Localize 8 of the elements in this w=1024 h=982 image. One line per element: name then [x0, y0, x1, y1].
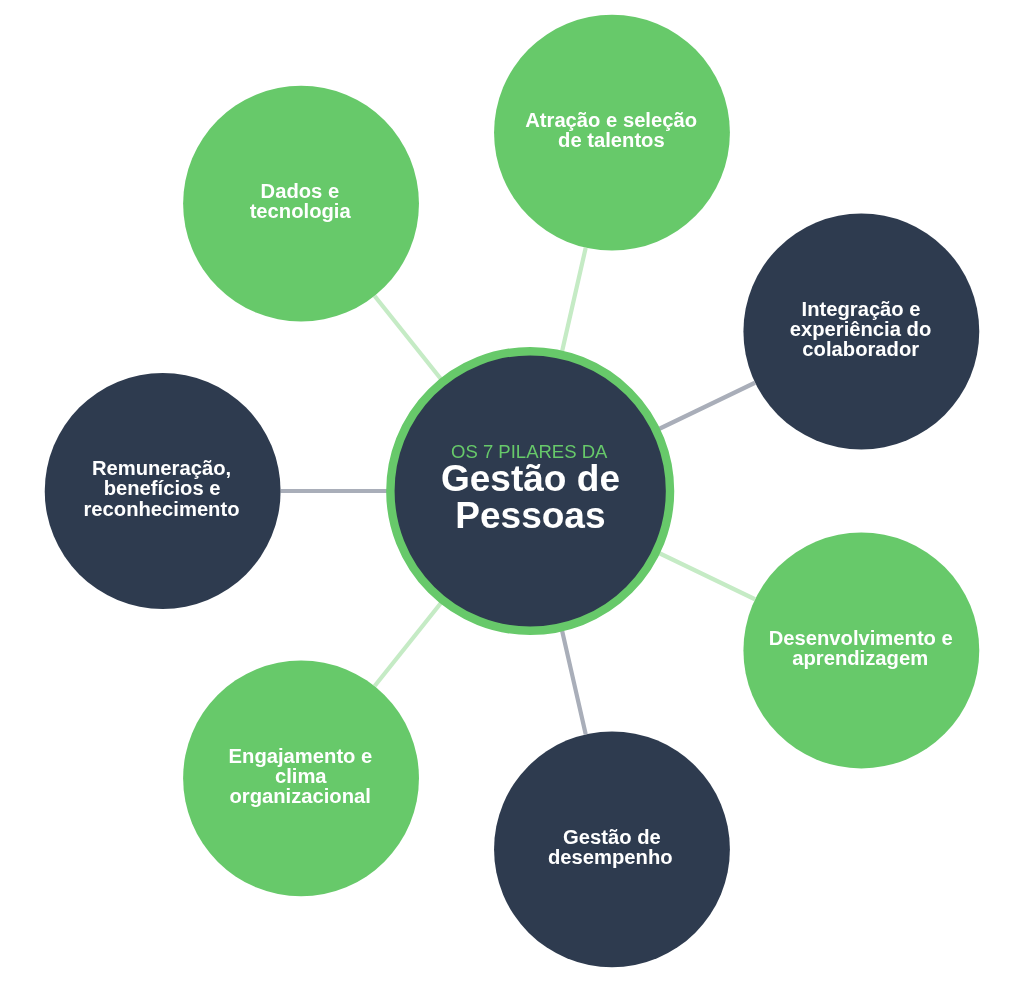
node-circle: OS 7 PILARES DA Gestão de Pessoas — [386, 346, 675, 636]
node-circle: Dados e tecnologia — [183, 85, 419, 322]
node-circle: Desenvolvimento e aprendizagem — [743, 532, 980, 769]
node-circle: Remuneração, benefícios e reconhecimento — [44, 373, 281, 609]
node-circle: Gestão de desempenho — [494, 731, 730, 968]
node-circle: Integração e experiência do colaborador — [743, 213, 980, 450]
node-circle: Engajamento e clima organizacional — [183, 660, 419, 897]
node-circle: Atração e seleção de talentos — [494, 14, 730, 251]
